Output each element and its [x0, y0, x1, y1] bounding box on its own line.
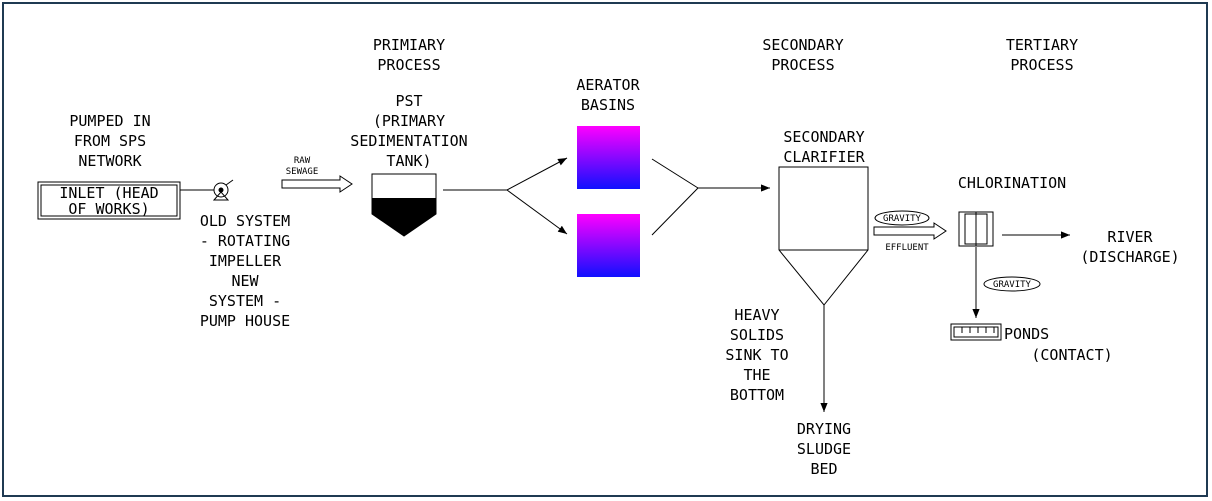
secondary-process-heading: SECONDARY PROCESS: [762, 36, 843, 74]
pst-to-aerator-lines: [443, 157, 568, 235]
svg-text:TANK): TANK): [386, 152, 431, 170]
svg-text:SEDIMENTATION: SEDIMENTATION: [350, 132, 467, 150]
svg-text:PUMP HOUSE: PUMP HOUSE: [200, 312, 290, 330]
svg-text:GRAVITY: GRAVITY: [993, 280, 1032, 290]
aerator-basin-top: [577, 126, 640, 189]
primary-process-heading: PRIMIARY PROCESS: [373, 36, 445, 74]
svg-text:IMPELLER: IMPELLER: [209, 252, 282, 270]
svg-text:CLARIFIER: CLARIFIER: [783, 148, 865, 166]
svg-text:BED: BED: [810, 460, 837, 478]
ponds-contact-label: PONDS (CONTACT): [1004, 325, 1113, 364]
svg-text:SYSTEM -: SYSTEM -: [209, 292, 281, 310]
aerator-to-clarifier-lines: [651, 158, 770, 236]
svg-text:DRYING: DRYING: [797, 420, 851, 438]
pst-label: PST (PRIMARY SEDIMENTATION TANK): [350, 92, 467, 170]
svg-text:(CONTACT): (CONTACT): [1031, 346, 1112, 364]
svg-text:PUMPED IN: PUMPED IN: [69, 112, 150, 130]
svg-text:PONDS: PONDS: [1004, 325, 1049, 343]
svg-text:PROCESS: PROCESS: [1010, 56, 1073, 74]
aerator-basin-bottom: [577, 214, 640, 277]
chlorination-unit: [958, 211, 994, 247]
svg-text:SOLIDS: SOLIDS: [730, 326, 784, 344]
svg-text:(DISCHARGE): (DISCHARGE): [1080, 248, 1179, 266]
svg-text:SLUDGE: SLUDGE: [797, 440, 851, 458]
pumped-in-label: PUMPED IN FROM SPS NETWORK: [69, 112, 150, 170]
svg-text:GRAVITY: GRAVITY: [883, 214, 922, 224]
svg-text:BASINS: BASINS: [581, 96, 635, 114]
gravity-effluent-arrow: GRAVITY EFFLUENT: [873, 210, 947, 253]
contact-ponds: [950, 323, 1002, 341]
primary-sedimentation-tank: [371, 173, 437, 237]
svg-text:SECONDARY: SECONDARY: [783, 128, 864, 146]
heavy-solids-label: HEAVY SOLIDS SINK TO THE BOTTOM: [725, 306, 788, 404]
svg-text:FROM SPS: FROM SPS: [74, 132, 146, 150]
svg-text:- ROTATING: - ROTATING: [200, 232, 290, 250]
svg-text:PROCESS: PROCESS: [377, 56, 440, 74]
river-discharge-label: RIVER (DISCHARGE): [1080, 228, 1179, 266]
svg-text:AERATOR: AERATOR: [576, 76, 640, 94]
svg-text:PST: PST: [395, 92, 422, 110]
svg-text:PROCESS: PROCESS: [771, 56, 834, 74]
svg-text:RIVER: RIVER: [1107, 228, 1153, 246]
svg-text:(PRIMARY: (PRIMARY: [373, 112, 445, 130]
raw-sewage-arrow: RAW SEWAGE: [281, 156, 353, 193]
secondary-clarifier-tank: [778, 166, 869, 306]
secondary-clarifier-label: SECONDARY CLARIFIER: [783, 128, 865, 166]
pump-system-note: OLD SYSTEM - ROTATING IMPELLER NEW SYSTE…: [200, 212, 290, 330]
svg-text:HEAVY: HEAVY: [734, 306, 779, 324]
pump-icon: [180, 179, 234, 201]
svg-text:SEWAGE: SEWAGE: [286, 167, 319, 177]
svg-text:SECONDARY: SECONDARY: [762, 36, 843, 54]
svg-text:THE: THE: [743, 366, 770, 384]
svg-text:NETWORK: NETWORK: [78, 152, 141, 170]
svg-text:NEW: NEW: [231, 272, 259, 290]
svg-text:OF WORKS): OF WORKS): [68, 200, 149, 218]
tertiary-process-heading: TERTIARY PROCESS: [1006, 36, 1078, 74]
gravity-to-ponds-arrow: GRAVITY: [972, 247, 1041, 318]
svg-text:RAW: RAW: [294, 156, 311, 166]
svg-text:PRIMIARY: PRIMIARY: [373, 36, 445, 54]
chlorination-label: CHLORINATION: [958, 174, 1066, 192]
svg-text:EFFLUENT: EFFLUENT: [885, 243, 929, 253]
svg-text:BOTTOM: BOTTOM: [730, 386, 784, 404]
svg-text:SINK TO: SINK TO: [725, 346, 788, 364]
drying-sludge-bed-label: DRYING SLUDGE BED: [797, 420, 851, 478]
inlet-box: INLET (HEAD OF WORKS): [37, 181, 181, 220]
svg-text:TERTIARY: TERTIARY: [1006, 36, 1078, 54]
svg-text:INLET (HEAD: INLET (HEAD: [59, 184, 158, 202]
aerator-basins-label: AERATOR BASINS: [576, 76, 640, 114]
svg-text:OLD SYSTEM: OLD SYSTEM: [200, 212, 290, 230]
